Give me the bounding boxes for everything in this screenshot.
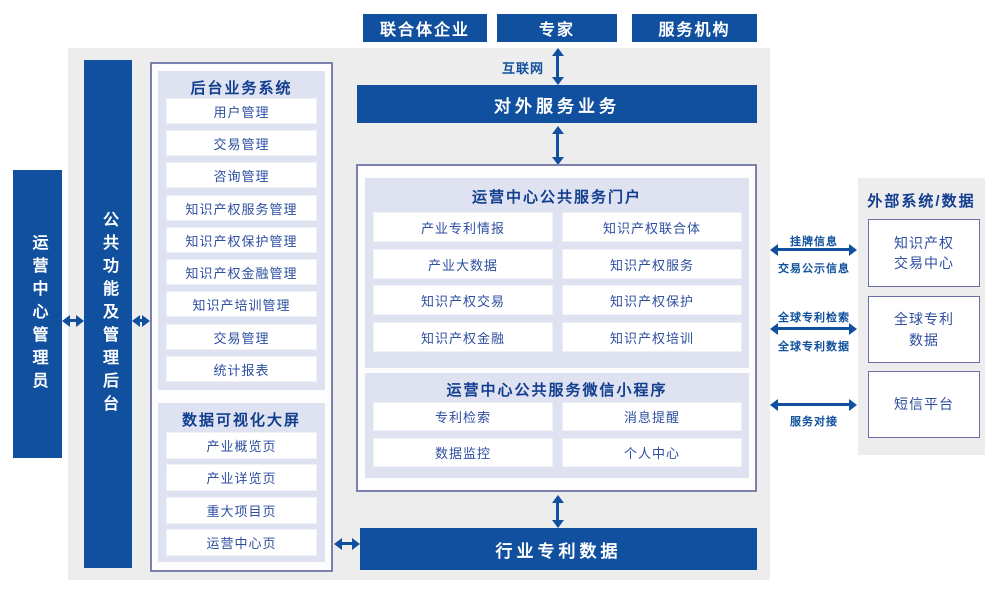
actor-label: 联合体企业 bbox=[379, 22, 470, 39]
portal-item: 知识产权保护 bbox=[562, 285, 742, 315]
portal-item: 知识产权培训 bbox=[562, 322, 742, 352]
ext-box-line: 知识产权 bbox=[894, 234, 954, 251]
industry-data-label: 行业专利数据 bbox=[495, 541, 622, 561]
portal-item: 知识产权交易 bbox=[373, 285, 553, 315]
external-service-bar: 对外服务业务 bbox=[357, 85, 757, 123]
industry-patent-data-bar: 行业专利数据 bbox=[360, 528, 757, 570]
actor-label: 专家 bbox=[538, 22, 575, 39]
miniprogram-item: 专利检索 bbox=[373, 402, 553, 431]
public-function-backend-bar: 公共功能及管理后台 bbox=[84, 60, 132, 568]
ip-trade-center-arrow bbox=[770, 243, 857, 256]
miniprogram-item: 个人中心 bbox=[562, 438, 742, 467]
backend-item: 交易管理 bbox=[166, 130, 317, 156]
backend-item: 咨询管理 bbox=[166, 162, 317, 188]
miniprogram-item: 消息提醒 bbox=[562, 402, 742, 431]
backend-item: 知识产培训管理 bbox=[166, 291, 317, 317]
backend-system-title: 后台业务系统 bbox=[190, 80, 293, 97]
trade-publicity-label: 交易公示信息 bbox=[778, 263, 850, 275]
dashboard-item: 产业概览页 bbox=[166, 432, 317, 459]
external-box-global-patent-data: 全球专利 数据 bbox=[868, 296, 980, 363]
backend-item: 知识产权保护管理 bbox=[166, 227, 317, 253]
ext-box-line: 交易中心 bbox=[894, 255, 954, 271]
portal-title: 运营中心公共服务门户 bbox=[471, 189, 642, 206]
admin-to-backend-arrow bbox=[62, 314, 84, 327]
ext-box-line: 短信平台 bbox=[894, 396, 954, 413]
miniprogram-title: 运营中心公共服务微信小程序 bbox=[446, 382, 668, 399]
actor-service-agency: 服务机构 bbox=[632, 14, 757, 42]
backend-item: 用户管理 bbox=[166, 98, 317, 124]
dashboard-item: 运营中心页 bbox=[166, 529, 317, 556]
internet-label: 互联网 bbox=[501, 61, 544, 76]
admin-bar-label: 运营中心管理员 bbox=[29, 233, 47, 395]
ext-box-line: 全球专利 bbox=[894, 311, 954, 328]
global-patent-data-label: 全球专利数据 bbox=[778, 341, 850, 353]
global-patent-arrow bbox=[770, 322, 857, 335]
portal-item: 产业专利情报 bbox=[373, 212, 553, 242]
dashboard-title: 数据可视化大屏 bbox=[181, 412, 301, 429]
service-to-portal-arrow bbox=[551, 126, 564, 165]
actor-label: 服务机构 bbox=[658, 22, 731, 39]
backend-item: 交易管理 bbox=[166, 324, 317, 350]
global-patent-search-label: 全球专利检索 bbox=[778, 312, 850, 324]
backend-item: 知识产权服务管理 bbox=[166, 195, 317, 221]
sms-service-arrow bbox=[770, 398, 857, 411]
portal-item: 产业大数据 bbox=[373, 249, 553, 279]
external-systems-title: 外部系统/数据 bbox=[867, 193, 976, 210]
portal-to-industry-arrow bbox=[551, 495, 564, 528]
dashboard-to-industry-arrow bbox=[334, 537, 360, 550]
backend-item: 统计报表 bbox=[166, 356, 317, 382]
dashboard-item: 重大项目页 bbox=[166, 497, 317, 524]
backend-bar-label: 公共功能及管理后台 bbox=[100, 210, 117, 418]
dashboard-item: 产业详览页 bbox=[166, 464, 317, 491]
ext-box-line: 数据 bbox=[909, 331, 939, 348]
external-box-sms-platform: 短信平台 bbox=[868, 371, 980, 438]
internet-arrow bbox=[551, 48, 564, 85]
backend-to-system-arrow bbox=[132, 314, 150, 327]
actor-expert: 专家 bbox=[497, 14, 617, 42]
listing-info-label: 挂牌信息 bbox=[790, 236, 838, 248]
portal-item: 知识产权金融 bbox=[373, 322, 553, 352]
portal-item: 知识产权联合体 bbox=[562, 212, 742, 242]
actor-consortium-enterprise: 联合体企业 bbox=[363, 14, 487, 42]
external-box-ip-trade-center: 知识产权 交易中心 bbox=[868, 219, 980, 287]
backend-item: 知识产权金融管理 bbox=[166, 259, 317, 285]
external-service-label: 对外服务业务 bbox=[494, 96, 620, 116]
miniprogram-item: 数据监控 bbox=[373, 438, 553, 467]
service-connect-label: 服务对接 bbox=[790, 416, 838, 428]
operation-center-admin-bar: 运营中心管理员 bbox=[13, 170, 62, 458]
portal-item: 知识产权服务 bbox=[562, 249, 742, 279]
